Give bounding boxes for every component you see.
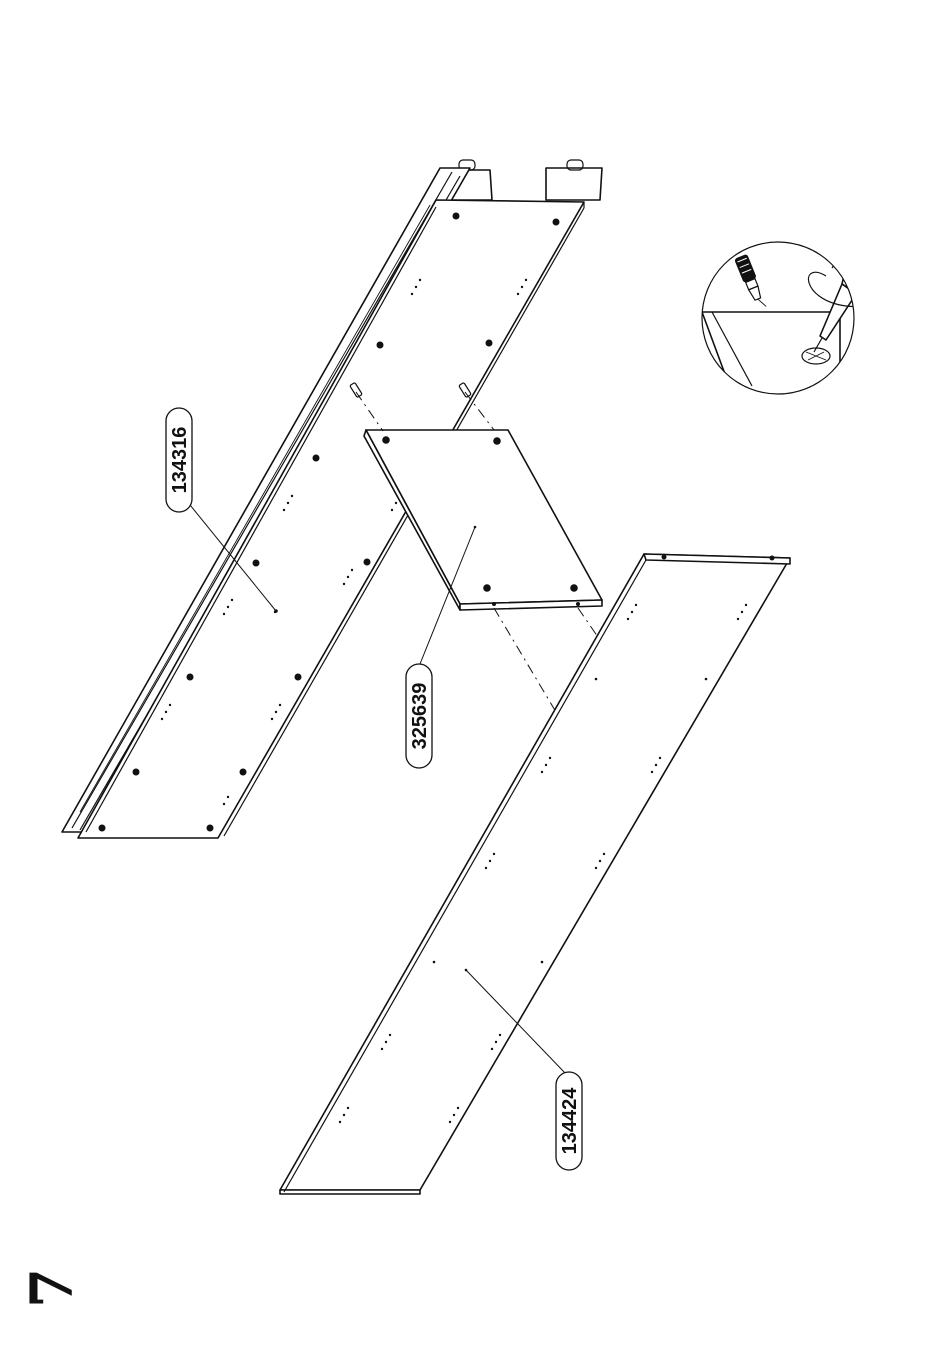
bottom-board-bottom-edge	[280, 1190, 420, 1194]
screwdriver-detail	[702, 222, 900, 420]
screw-icon	[734, 254, 768, 311]
bottom-board-face	[280, 554, 790, 1190]
rail-end-right	[546, 168, 602, 200]
part-number-325639: 325639	[409, 683, 431, 750]
part-number-134316: 134316	[169, 427, 191, 494]
part-number-134424: 134424	[559, 1087, 581, 1155]
bottom-panel-134424	[280, 554, 790, 1194]
step-number: 7	[18, 1268, 86, 1308]
board-corner	[702, 312, 840, 420]
